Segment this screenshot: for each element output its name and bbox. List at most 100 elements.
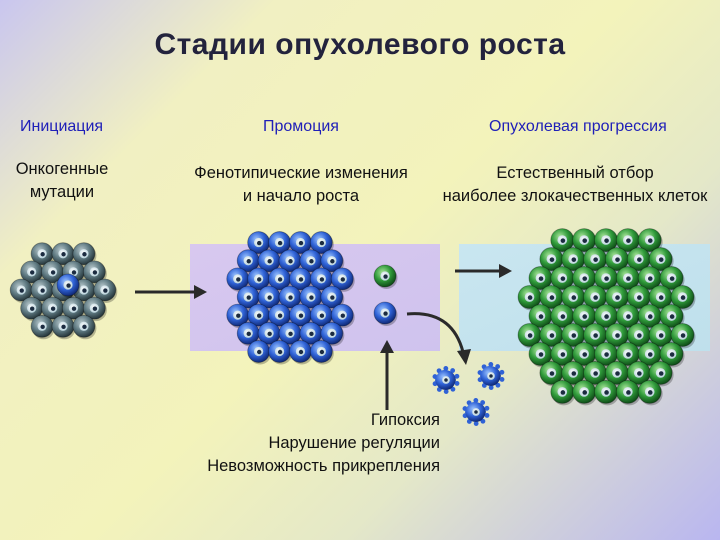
- promotion-cell: [268, 340, 293, 365]
- promotion-cell: [299, 285, 324, 310]
- progression-cell: [528, 304, 554, 330]
- progression-cell: [594, 304, 619, 330]
- promotion-cell: [226, 267, 251, 292]
- progression-cell: [583, 361, 609, 387]
- promotion-cell: [247, 267, 272, 292]
- progression-cell: [539, 323, 565, 349]
- promotion-cell: [309, 231, 334, 256]
- progression-cell: [572, 379, 598, 406]
- promotion-cell: [289, 267, 313, 292]
- selection-factors: Гипоксия Нарушение регуляции Невозможнос…: [180, 409, 440, 478]
- promotion-cell: [236, 249, 261, 274]
- progression-cell: [550, 379, 576, 406]
- progression-cell: [637, 304, 663, 330]
- dying-cell: [462, 398, 490, 426]
- promotion-cell: [320, 249, 345, 274]
- progression-cell: [539, 361, 565, 387]
- progression-cell: [637, 228, 663, 254]
- promotion-cell: [257, 321, 282, 347]
- factor-dysregulation: Нарушение регуляции: [268, 434, 440, 452]
- initiation-cell: [51, 314, 76, 340]
- progression-cell: [648, 247, 674, 273]
- stage-label-promotion: Промоция: [263, 118, 339, 135]
- progression-cell: [659, 342, 685, 368]
- promotion-cell: [226, 303, 251, 329]
- promotion-cell: [289, 231, 313, 256]
- progression-cell: [615, 379, 641, 406]
- progression-cell: [637, 379, 663, 406]
- progression-cell: [550, 228, 576, 254]
- progression-cell: [517, 285, 543, 311]
- arrow-head: [380, 340, 394, 353]
- stage-description-initiation: Онкогенные мутации: [8, 158, 116, 204]
- promotion-cell: [330, 267, 355, 292]
- progression-cell: [561, 323, 587, 349]
- promotion-cell: [309, 340, 334, 365]
- progression-cell: [594, 266, 619, 292]
- factor-hypoxia: Гипоксия: [370, 411, 440, 429]
- promotion-cell-cluster: [226, 231, 355, 365]
- promotion-cell: [278, 321, 303, 347]
- promotion-cell: [299, 321, 324, 347]
- initiation-cell: [9, 278, 34, 303]
- stage-description-progression: Естественный отбор наиболее злокачествен…: [430, 162, 720, 208]
- promotion-cell: [289, 340, 313, 365]
- description-line: мутации: [29, 183, 95, 201]
- progression-cell: [594, 228, 619, 254]
- progression-cell: [615, 228, 641, 254]
- promotion-cell: [289, 303, 313, 329]
- progression-cell: [561, 285, 587, 311]
- promotion-cell: [320, 285, 345, 310]
- promotion-cell: [257, 249, 282, 274]
- initiation-cell: [30, 242, 55, 267]
- stage-label-progression: Опухолевая прогрессия: [489, 118, 667, 135]
- dying-cells: [432, 362, 505, 426]
- progression-cell: [550, 342, 576, 368]
- factor-anchorage-loss: Невозможность прикрепления: [207, 457, 440, 475]
- dying-cell: [477, 362, 505, 390]
- promotion-cell: [309, 267, 334, 292]
- initiation-cell: [20, 296, 45, 322]
- arrow-head: [194, 285, 207, 299]
- progression-cell: [539, 285, 565, 311]
- initiation-cell: [82, 260, 107, 285]
- progression-cell: [659, 266, 685, 292]
- progression-cell: [528, 266, 554, 292]
- selected-cells: [373, 264, 398, 326]
- progression-cell: [615, 342, 641, 368]
- progression-cell: [605, 247, 630, 273]
- progression-cell: [550, 266, 576, 292]
- promotion-cell: [278, 285, 303, 310]
- progression-cell: [572, 266, 598, 292]
- initiation-cell: [82, 296, 107, 322]
- progression-cell: [626, 247, 652, 273]
- progression-cell: [594, 379, 619, 406]
- progression-cell: [670, 323, 696, 349]
- promotion-cell: [247, 303, 272, 329]
- initiation-cell: [72, 242, 97, 267]
- progression-cell: [659, 304, 685, 330]
- escaping-blue-cell: [373, 301, 398, 326]
- description-line: наиболее злокачественных клеток: [442, 187, 708, 205]
- progression-cell: [626, 323, 652, 349]
- stage-label-initiation: Инициация: [20, 118, 104, 135]
- stage-description-promotion: Фенотипические изменения и начало роста: [178, 162, 424, 208]
- progression-cell: [637, 266, 663, 292]
- progression-cell: [648, 361, 674, 387]
- initiation-cell-cluster: [9, 242, 118, 340]
- progression-cell: [517, 323, 543, 349]
- initiation-cell: [20, 260, 45, 285]
- slide-title: Стадии опухолевого роста: [154, 28, 566, 61]
- promotion-cell: [268, 267, 293, 292]
- description-line: и начало роста: [242, 187, 360, 205]
- mutant-cell: [56, 273, 81, 298]
- progression-cell: [615, 266, 641, 292]
- promotion-cell: [236, 285, 261, 310]
- initiation-cell: [41, 296, 66, 322]
- description-line: Естественный отбор: [496, 164, 654, 182]
- description-line: Фенотипические изменения: [194, 164, 408, 182]
- progression-cell: [528, 342, 554, 368]
- initiation-cell: [30, 314, 55, 340]
- promotion-cell: [320, 321, 345, 347]
